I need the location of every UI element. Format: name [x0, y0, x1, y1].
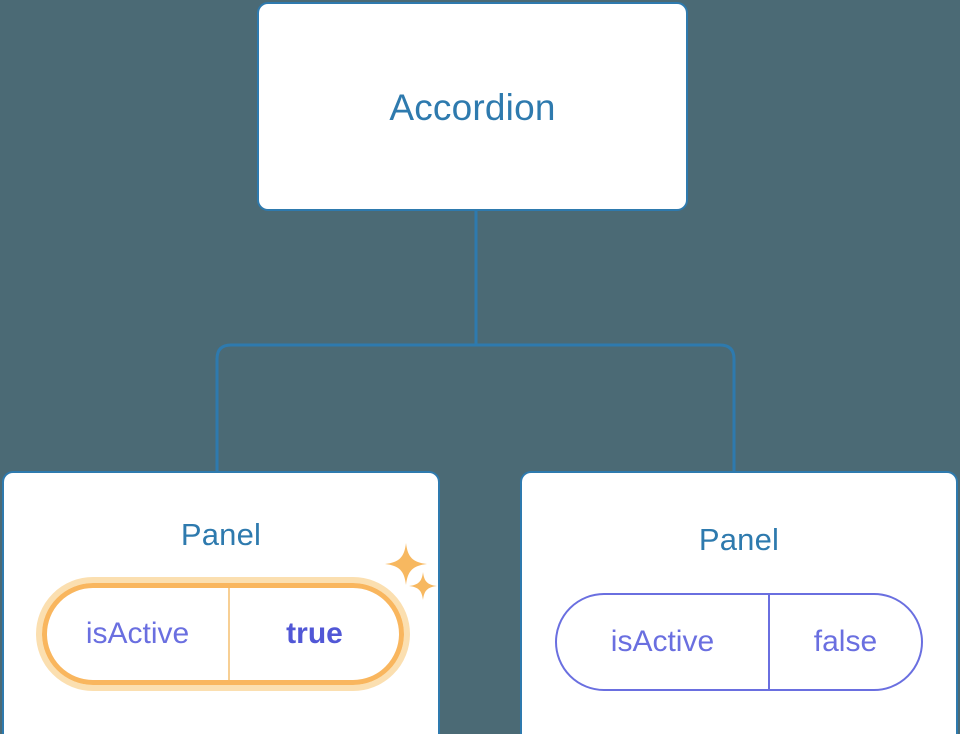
node-accordion-title: Accordion	[389, 87, 556, 128]
prop-key-isactive-right: isActive	[557, 595, 770, 689]
prop-pill-inner: isActive true	[42, 583, 404, 685]
sparkle-large-icon	[385, 543, 427, 585]
prop-value-true: true	[286, 617, 343, 650]
prop-value-false: false	[813, 625, 878, 658]
prop-pill-isactive-true[interactable]: isActive true	[36, 577, 410, 691]
node-panel-left-title: Panel	[180, 517, 262, 552]
sparkle-small-icon	[409, 572, 437, 600]
connector-bus-left	[215, 343, 476, 473]
connector-bus-right	[476, 343, 736, 473]
node-accordion[interactable]: Accordion	[257, 2, 688, 211]
prop-pill-isactive-false[interactable]: isActive false	[555, 593, 923, 691]
node-panel-right-title: Panel	[698, 522, 780, 557]
prop-key-isactive-left: isActive	[47, 588, 231, 680]
